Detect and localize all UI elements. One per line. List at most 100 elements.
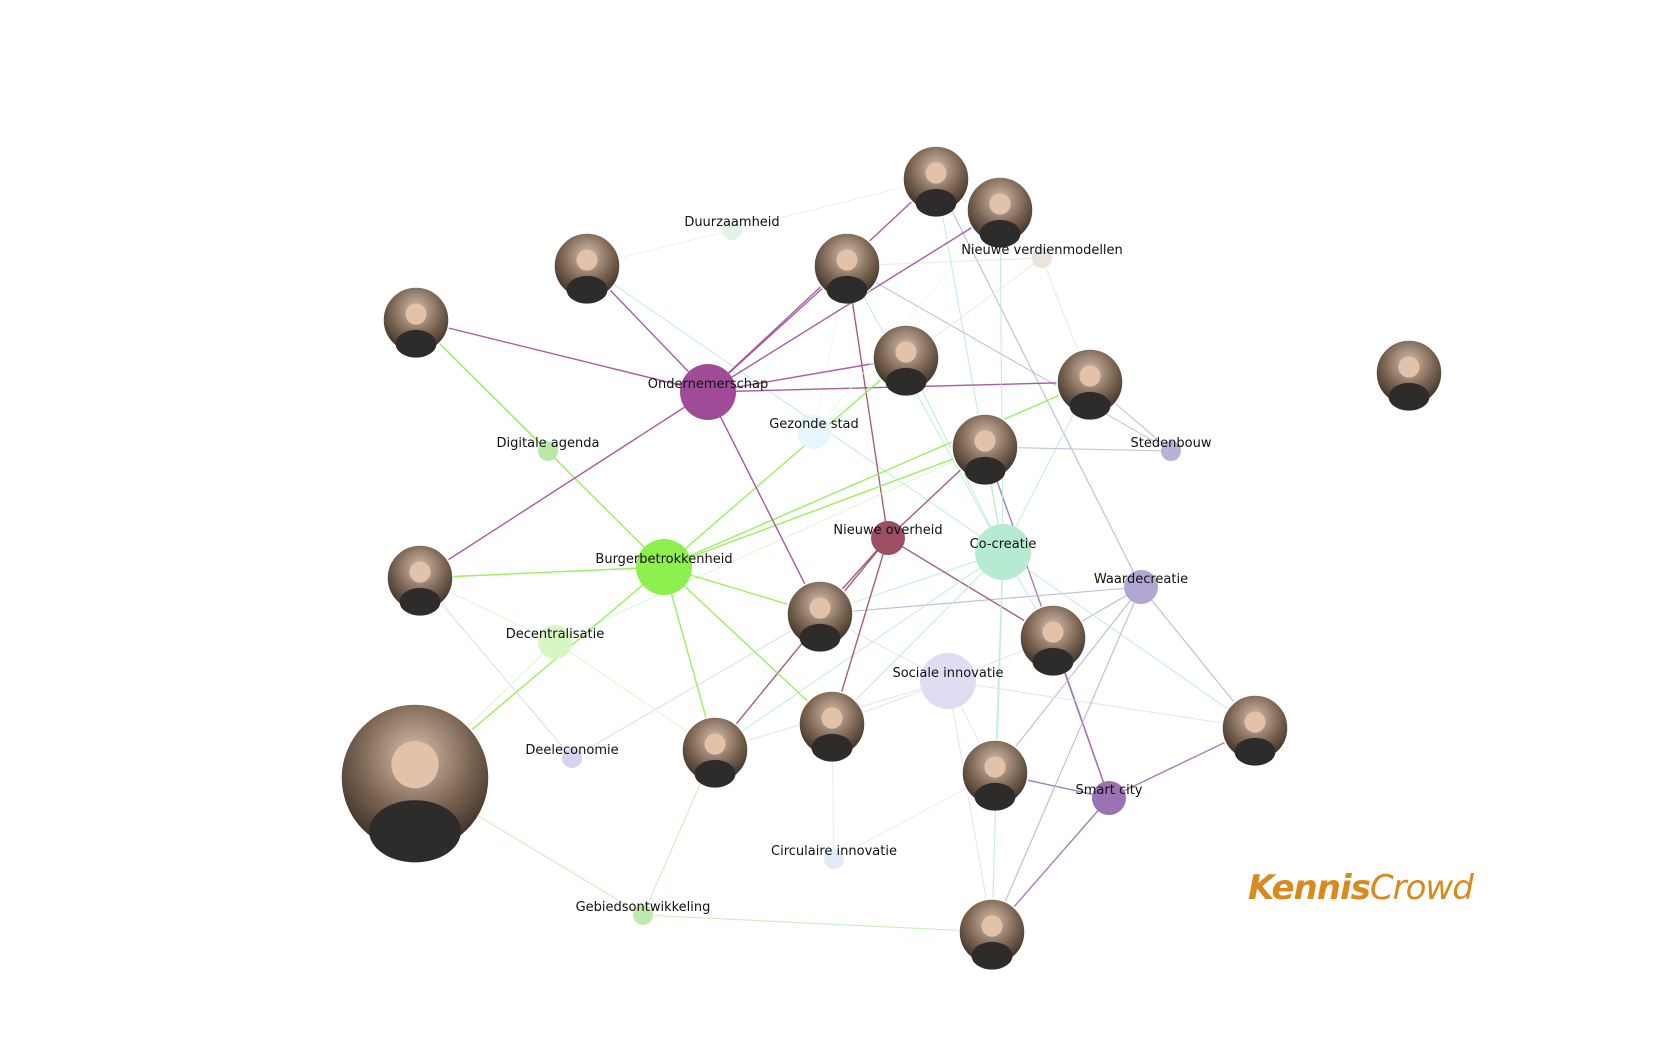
person-avatar-p17[interactable] (1375, 339, 1443, 411)
topic-node-nieuwe-overheid[interactable] (871, 521, 905, 555)
edge-p8-deeleconomie (419, 577, 573, 759)
person-avatar-p6[interactable] (872, 324, 940, 396)
edge-p16-sociale-innovatie (947, 680, 993, 933)
avatar-face-icon (925, 162, 947, 184)
person-avatar-p4[interactable] (813, 232, 881, 304)
avatar-face-icon (1042, 621, 1064, 643)
edge-p6-burgerbetrokkenheid (663, 357, 907, 568)
topic-label-co-creatie: Co-creatie (970, 537, 1037, 552)
edge-p2-co-creatie (586, 265, 1004, 553)
topic-label-burgerbetrokkenheid: Burgerbetrokkenheid (595, 552, 732, 567)
topic-label-gezonde-stad: Gezonde stad (769, 417, 859, 432)
person-avatar-p12[interactable] (798, 690, 866, 762)
edge-p18-co-creatie (999, 209, 1004, 553)
edge-p4-stedenbouw (846, 265, 1172, 452)
avatar-body-icon (1388, 382, 1430, 411)
person-avatar-p1[interactable] (902, 145, 970, 217)
edge-p12-burgerbetrokkenheid (663, 566, 833, 725)
topic-label-duurzaamheid: Duurzaamheid (684, 215, 779, 230)
topic-label-circulaire-innovatie: Circulaire innovatie (771, 844, 897, 859)
topic-label-stedenbouw: Stedenbouw (1131, 436, 1212, 451)
edge-p14-co-creatie (1002, 551, 1256, 729)
person-avatar-p8[interactable] (386, 544, 454, 616)
person-avatar-p5[interactable] (1056, 348, 1124, 420)
edge-p3-ondernemerschap (415, 319, 709, 393)
edge-p14-sociale-innovatie (947, 680, 1256, 729)
person-avatar-p7[interactable] (951, 413, 1019, 485)
person-avatar-p15[interactable] (340, 703, 490, 863)
avatar-face-icon (809, 597, 831, 619)
topic-label-deeleconomie: Deeleconomie (525, 743, 618, 758)
topic-node-duurzaamheid[interactable] (722, 220, 742, 240)
topic-node-digitale-agenda[interactable] (538, 441, 558, 461)
avatar-body-icon (974, 782, 1016, 811)
person-avatar-p10[interactable] (1019, 604, 1087, 676)
avatar-body-icon (1234, 737, 1276, 766)
topic-label-nieuwe-overheid: Nieuwe overheid (833, 523, 942, 538)
avatar-body-icon (811, 733, 853, 762)
person-avatar-p13[interactable] (961, 739, 1029, 811)
person-avatar-p18[interactable] (966, 176, 1034, 248)
avatar-face-icon (391, 741, 439, 789)
edge-p3-burgerbetrokkenheid (415, 319, 665, 568)
topic-node-circulaire-innovatie[interactable] (824, 849, 844, 869)
avatar-body-icon (694, 759, 736, 788)
topic-node-sociale-innovatie[interactable] (920, 653, 976, 709)
avatar-face-icon (1398, 356, 1420, 378)
avatar-body-icon (826, 275, 868, 304)
avatar-face-icon (989, 193, 1011, 215)
avatar-body-icon (971, 941, 1013, 970)
topic-node-nieuwe-verdienmodellen[interactable] (1032, 248, 1052, 268)
topic-node-gezonde-stad[interactable] (797, 415, 831, 449)
avatar-face-icon (1244, 711, 1266, 733)
person-avatar-p3[interactable] (382, 286, 450, 358)
topic-label-decentralisatie: Decentralisatie (506, 627, 604, 642)
edge-p7-decentralisatie (554, 446, 986, 643)
avatar-face-icon (981, 915, 1003, 937)
edge-p4-nieuwe-overheid (846, 265, 889, 539)
avatar-body-icon (964, 456, 1006, 485)
avatar-body-icon (1069, 391, 1111, 420)
avatar-body-icon (395, 329, 437, 358)
avatar-body-icon (885, 367, 927, 396)
topic-node-decentralisatie[interactable] (538, 625, 572, 659)
edge-p1-duurzaamheid (731, 178, 937, 231)
topic-label-smart-city: Smart city (1075, 783, 1142, 798)
avatar-face-icon (704, 733, 726, 755)
person-avatar-p11[interactable] (681, 716, 749, 788)
edge-p5-burgerbetrokkenheid (663, 381, 1091, 568)
topic-node-ondernemerschap[interactable] (680, 364, 736, 420)
logo-text-part2: Crowd (1369, 868, 1474, 908)
person-avatar-p16[interactable] (958, 898, 1026, 970)
logo-text-part1: Kennis (1248, 868, 1371, 908)
edge-p11-co-creatie (714, 551, 1004, 751)
avatar-face-icon (1079, 365, 1101, 387)
avatar-body-icon (979, 219, 1021, 248)
topic-node-deeleconomie[interactable] (562, 748, 582, 768)
avatar-face-icon (895, 341, 917, 363)
kenniscrowd-logo: KennisCrowd (1248, 868, 1474, 918)
topic-node-burgerbetrokkenheid[interactable] (636, 539, 692, 595)
edge-p13-waardecreatie (994, 586, 1142, 774)
topic-label-sociale-innovatie: Sociale innovatie (892, 666, 1003, 681)
avatar-face-icon (974, 430, 996, 452)
person-avatar-p2[interactable] (553, 232, 621, 304)
avatar-body-icon (399, 587, 441, 616)
edge-p8-burgerbetrokkenheid (419, 566, 665, 579)
topic-label-gebiedsontwikkeling: Gebiedsontwikkeling (576, 900, 711, 915)
edge-p8-ondernemerschap (419, 391, 709, 579)
topic-node-waardecreatie[interactable] (1124, 570, 1158, 604)
avatar-face-icon (405, 303, 427, 325)
avatar-face-icon (984, 756, 1006, 778)
topic-node-gebiedsontwikkeling[interactable] (633, 905, 653, 925)
person-node-layer (340, 145, 1443, 970)
topic-node-stedenbouw[interactable] (1161, 441, 1181, 461)
edge-p7-burgerbetrokkenheid (663, 446, 986, 568)
topic-node-smart-city[interactable] (1092, 781, 1126, 815)
avatar-face-icon (576, 249, 598, 271)
person-avatar-p9[interactable] (786, 580, 854, 652)
edge-p16-waardecreatie (991, 586, 1142, 933)
person-avatar-p14[interactable] (1221, 694, 1289, 766)
topic-node-co-creatie[interactable] (975, 524, 1031, 580)
